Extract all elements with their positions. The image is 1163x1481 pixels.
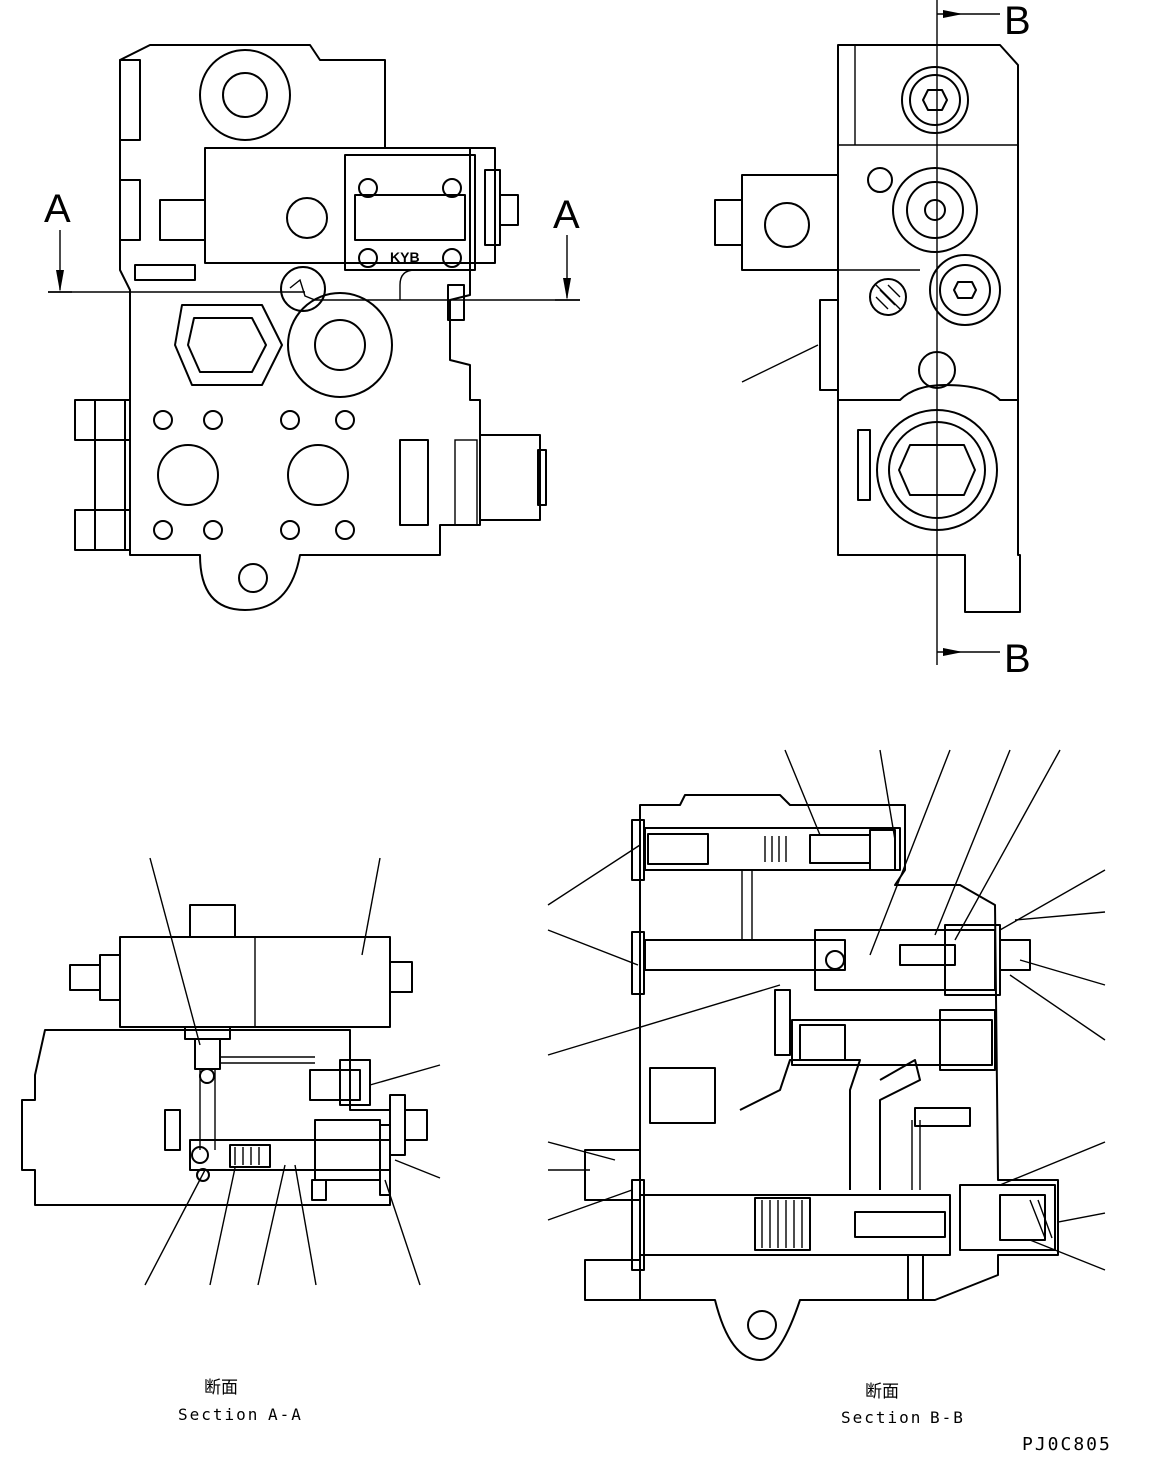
caption-section-a: 断面 Section A-A: [178, 1378, 303, 1424]
section-marker-a-right: A: [553, 193, 580, 237]
drawing-code: PJ0C805: [1022, 1434, 1112, 1455]
section-b-cutline: B B: [936, 0, 1031, 681]
caption-a-id: A-A: [268, 1405, 303, 1424]
caption-a-en: Section: [178, 1405, 259, 1424]
caption-b-en: Section: [841, 1408, 922, 1427]
section-a-view: [21, 857, 441, 1286]
section-marker-b-top: B: [1004, 0, 1031, 43]
nameplate-text: KYB: [390, 249, 420, 265]
section-marker-b-bottom: B: [1004, 637, 1031, 681]
front-view: KYB: [74, 44, 547, 611]
section-marker-a-left: A: [44, 187, 71, 231]
caption-section-b: 断面 Section B-B: [841, 1382, 965, 1427]
caption-b-id: B-B: [930, 1408, 965, 1427]
side-view: [714, 44, 1021, 613]
section-b-view: [547, 749, 1106, 1361]
caption-a-jp: 断面: [204, 1378, 238, 1398]
section-a-cutline: A A: [44, 187, 580, 301]
caption-b-jp: 断面: [865, 1382, 899, 1402]
